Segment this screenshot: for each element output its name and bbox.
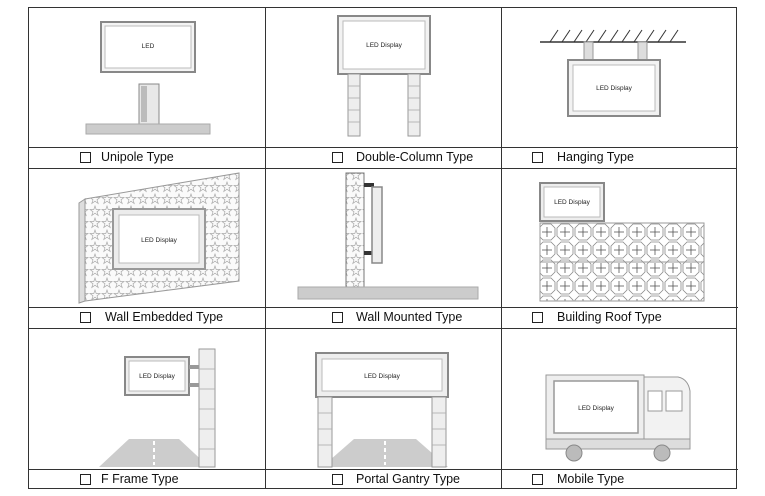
installation-types-grid: LED Unipole Type LED Display (28, 7, 738, 490)
label-f-frame: F Frame Type (101, 472, 179, 486)
sign-text: LED Display (366, 42, 403, 49)
f-frame-illustration: LED Display (99, 348, 216, 468)
sign-text: LED Display (139, 373, 176, 380)
double-column-illustration: LED Display (337, 15, 431, 137)
row-divider (29, 168, 736, 169)
cell-caption: F Frame Type (29, 469, 265, 490)
label-portal-gantry: Portal Gantry Type (356, 472, 460, 486)
hanging-illustration: LED Display (540, 29, 686, 117)
column-divider (265, 8, 266, 488)
checkbox-wall-mounted[interactable] (332, 312, 343, 323)
cell-mobile: LED Display Mobile Type (502, 329, 738, 490)
checkbox-wall-embedded[interactable] (80, 312, 91, 323)
cell-caption: Wall Mounted Type (266, 307, 501, 328)
label-building-roof: Building Roof Type (557, 310, 662, 324)
label-wall-mounted: Wall Mounted Type (356, 310, 463, 324)
label-unipole: Unipole Type (101, 150, 174, 164)
cell-building-roof: LED Display Building Roof Type (502, 169, 738, 328)
cell-f-frame: LED Display F Frame Type (29, 329, 265, 490)
cell-caption: Hanging Type (502, 147, 738, 168)
cell-unipole: LED Unipole Type (29, 8, 265, 168)
cell-caption: Wall Embedded Type (29, 307, 265, 328)
sign-text: LED (142, 43, 155, 50)
cell-caption: Unipole Type (29, 147, 265, 168)
sign-text: LED Display (554, 199, 591, 206)
checkbox-unipole[interactable] (80, 152, 91, 163)
cell-hanging: LED Display Hanging Type (502, 8, 738, 168)
building-roof-illustration: LED Display (539, 182, 705, 302)
cell-wall-embedded: LED Display Wall Embedded Type (29, 169, 265, 328)
sign-text: LED Display (141, 237, 178, 244)
checkbox-portal-gantry[interactable] (332, 474, 343, 485)
checkbox-mobile[interactable] (532, 474, 543, 485)
label-hanging: Hanging Type (557, 150, 634, 164)
wall-mounted-illustration (297, 172, 479, 300)
cell-caption: Double-Column Type (266, 147, 501, 168)
row-divider (29, 328, 736, 329)
label-mobile: Mobile Type (557, 472, 625, 486)
checkbox-hanging[interactable] (532, 152, 543, 163)
cell-caption: Mobile Type (502, 469, 738, 490)
wall-embedded-illustration: LED Display (78, 172, 240, 304)
sign-text: LED Display (364, 373, 401, 380)
cell-double-column: LED Display Double-Column Type (266, 8, 501, 168)
sign-text: LED Display (596, 85, 633, 92)
cell-caption: Portal Gantry Type (266, 469, 501, 490)
unipole-illustration: LED (85, 21, 211, 135)
checkbox-double-column[interactable] (332, 152, 343, 163)
label-wall-embedded: Wall Embedded Type (105, 310, 224, 324)
cell-caption: Building Roof Type (502, 307, 738, 328)
mobile-illustration: LED Display (545, 374, 691, 462)
column-divider (501, 8, 502, 488)
cell-wall-mounted: Wall Mounted Type (266, 169, 501, 328)
portal-gantry-illustration: LED Display (315, 352, 449, 468)
cell-portal-gantry: LED Display Portal Gantry Type (266, 329, 501, 490)
checkbox-building-roof[interactable] (532, 312, 543, 323)
sign-text: LED Display (578, 405, 615, 412)
checkbox-f-frame[interactable] (80, 474, 91, 485)
label-double-column: Double-Column Type (356, 150, 474, 164)
